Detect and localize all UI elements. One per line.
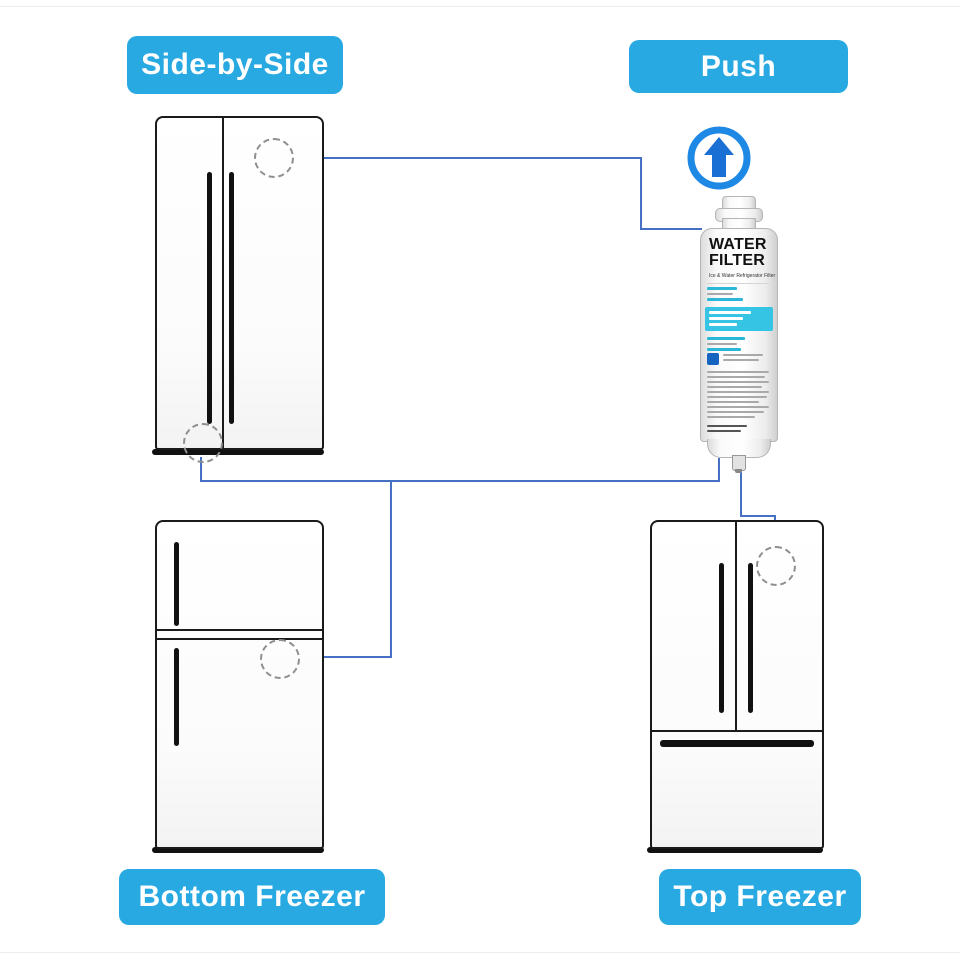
push-up-arrow-icon	[687, 126, 751, 190]
filter-label-fineprint	[709, 311, 751, 314]
filter-nozzle-tip	[735, 469, 742, 473]
fridge-base	[647, 847, 823, 853]
connector-line	[390, 480, 392, 658]
bottom-freezer-fridge	[155, 520, 324, 849]
fridge-door-divider	[222, 118, 224, 448]
top-hairline	[0, 6, 960, 7]
filter-label-fineprint	[707, 416, 755, 418]
filter-label-fineprint	[707, 343, 737, 345]
fridge-base	[152, 449, 324, 455]
filter-title: WATER FILTER	[709, 236, 767, 269]
door-handle	[207, 172, 212, 424]
filter-subtitle: Ice & Water Refrigerator Filter	[709, 273, 776, 279]
door-handle	[174, 542, 179, 626]
filter-label-fineprint	[723, 354, 763, 356]
filter-label-fineprint	[723, 359, 759, 361]
drawer-handle	[660, 740, 814, 747]
filter-label-fineprint	[709, 323, 737, 326]
side-by-side-fridge	[155, 116, 324, 450]
connector-line	[296, 656, 392, 658]
door-handle	[719, 563, 724, 713]
filter-label-fineprint	[707, 411, 764, 413]
filter-label-fineprint	[707, 337, 745, 340]
filter-location-marker	[260, 639, 300, 679]
top-freezer-fridge	[650, 520, 824, 849]
door-handle	[229, 172, 234, 424]
connector-line	[200, 480, 720, 482]
door-handle	[174, 648, 179, 746]
connector-line	[718, 458, 720, 482]
up-arrow-icon	[704, 137, 734, 177]
badge-top-freezer: Top Freezer	[659, 869, 861, 925]
badge-side-by-side: Side-by-Side	[127, 36, 343, 94]
filter-location-marker	[183, 423, 223, 463]
badge-bottom-freezer: Bottom Freezer	[119, 869, 385, 925]
connector-line	[740, 515, 776, 517]
connector-line	[740, 458, 742, 517]
filter-label-fineprint	[707, 391, 769, 393]
bottom-hairline	[0, 952, 960, 953]
filter-location-marker	[254, 138, 294, 178]
filter-location-marker	[756, 546, 796, 586]
filter-label-fineprint	[707, 396, 767, 398]
connector-line	[200, 457, 202, 482]
filter-label-fineprint	[707, 386, 762, 388]
filter-label-fineprint	[707, 406, 769, 408]
filter-label-fineprint	[707, 425, 747, 427]
filter-label-fineprint	[707, 381, 769, 383]
filter-label-fineprint	[707, 371, 769, 373]
fridge-door-divider	[735, 522, 737, 730]
connector-line	[640, 228, 702, 230]
filter-label-fineprint	[707, 401, 759, 403]
badge-push: Push	[629, 40, 848, 93]
connector-line	[290, 157, 640, 159]
filter-label-fineprint	[707, 348, 741, 351]
door-handle	[748, 563, 753, 713]
filter-label-fineprint	[707, 293, 733, 295]
filter-label-fineprint	[707, 298, 743, 301]
compartment-divider	[157, 638, 322, 640]
filter-label-fineprint	[707, 376, 765, 378]
filter-label-fineprint	[707, 430, 741, 432]
fridge-base	[152, 847, 324, 853]
brand-logo-mark	[707, 353, 719, 365]
compartment-divider	[157, 629, 322, 631]
filter-label-rule	[707, 283, 769, 284]
connector-line	[640, 157, 642, 230]
water-filter-body: WATER FILTER Ice & Water Refrigerator Fi…	[700, 228, 778, 442]
filter-label-fineprint	[709, 317, 743, 320]
filter-label-band	[705, 307, 773, 331]
filter-label-fineprint	[707, 287, 737, 290]
compartment-divider	[652, 730, 822, 732]
